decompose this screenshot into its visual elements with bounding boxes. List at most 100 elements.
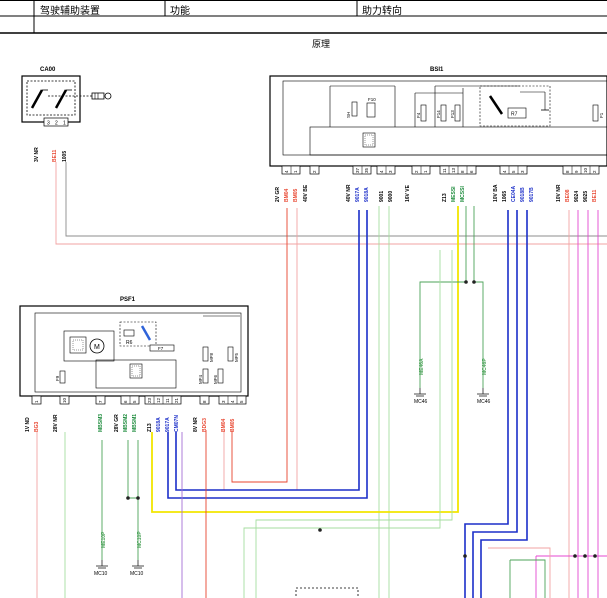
bsi1-fuse-f10	[366, 102, 376, 118]
bsi1-pin-label: 4	[379, 170, 384, 173]
psf1-pin-label: 8	[202, 400, 207, 403]
psf1-wire-label: 9017A	[165, 417, 171, 432]
bsi1-wire-label: BM04	[284, 188, 290, 202]
psf1-pin-label: 10	[62, 397, 67, 403]
bsi1-title: BSI1	[430, 67, 444, 73]
wire-z13	[151, 206, 459, 513]
psf1-wire-label: BG3	[34, 422, 40, 433]
svg-text:R6: R6	[126, 340, 133, 346]
wire-label-be11: BE11	[52, 150, 58, 162]
svg-text:MC10: MC10	[130, 571, 144, 577]
bsi1-pin-label: 1	[293, 170, 298, 173]
psf1-wire-label: BDG3	[202, 418, 208, 432]
psf1-inner-frame	[34, 312, 242, 393]
ground-mc46-1: MC46 ME46A	[414, 358, 428, 405]
ca00-inner-frame	[26, 80, 76, 116]
svg-text:SH: SH	[346, 112, 351, 118]
key-icon	[91, 92, 112, 100]
bsi1-fuse-f1	[592, 104, 599, 122]
svg-text:ME10P: ME10P	[101, 531, 107, 548]
bsi1-pin-label: 4	[284, 170, 289, 173]
svg-text:MC46P: MC46P	[482, 358, 488, 375]
bsi1-fuse-f4	[420, 104, 427, 122]
svg-text:MC46: MC46	[414, 399, 428, 405]
header-system: 驾驶辅助装置	[40, 6, 100, 17]
psf1-connector-1	[59, 395, 70, 405]
wire-be11	[55, 162, 607, 245]
bsi1-fuse-f14	[440, 104, 447, 122]
bsi1-pin-label: 2	[592, 170, 597, 173]
wire-9017b	[480, 210, 528, 598]
bsi1-wire-label: BE11	[592, 190, 598, 202]
bsi1-connector-label: 10V NR	[556, 184, 562, 202]
psf1-pin-label: 6	[123, 400, 128, 403]
bsi1-relay-r7-frame	[479, 85, 551, 127]
psf1-connector-6	[218, 395, 247, 405]
ca00-switch-1	[30, 89, 44, 109]
svg-text:1: 1	[63, 121, 66, 127]
bsi1-connector-label: 40V NR	[346, 184, 352, 202]
svg-text:2: 2	[55, 121, 58, 127]
wire-ce04a	[464, 210, 509, 598]
bsi1-pin-label: 37	[355, 167, 360, 173]
psf1-wire-label: 9018A	[156, 417, 162, 432]
ca00-frame	[21, 75, 81, 123]
psf1-pin-label: 5	[132, 400, 137, 403]
psf1-wire-label: BM05	[230, 418, 236, 432]
ground-mc10-1: MC10 ME10P	[94, 531, 108, 577]
bsi1-wire-label: 9018B	[520, 187, 526, 202]
psf1-wire-label: Z13	[147, 423, 153, 432]
wire-9018a	[167, 210, 368, 499]
bsi1-pin-label: 10	[583, 167, 588, 173]
bsi1-module: BSI1 SH F10 F4 F14 F13 R7 F1	[269, 67, 607, 167]
bsi1-wire-label: Z13	[442, 193, 448, 202]
psf1-connector-label: 8V NR	[193, 417, 199, 432]
ground-symbols: MC46 ME46A MC46 MC46P MC10 ME10P MC10 MC…	[94, 358, 491, 577]
bsi1-wire-label: 9000	[388, 191, 394, 202]
psf1-connector-label: 1V ND	[25, 417, 31, 432]
svg-text:F10: F10	[368, 97, 376, 102]
wire-mbsm2	[127, 440, 139, 560]
bsi1-wire-label: BM05	[293, 188, 299, 202]
bsi1-pin-label: 35	[364, 167, 369, 173]
wire-9018b	[472, 210, 518, 598]
psf1-wire-label: CM07N	[174, 415, 180, 432]
partial-component-box	[295, 587, 359, 598]
bsi1-pin-label: 2	[312, 170, 317, 173]
svg-text:F9: F9	[55, 375, 60, 381]
psf1-pin-label: 4	[230, 400, 235, 403]
wire-group	[36, 162, 607, 598]
bsi1-pin-label: 8	[460, 170, 465, 173]
svg-text:F4: F4	[416, 112, 421, 118]
psf1-pin-label: 1	[34, 400, 39, 403]
bsi1-wire-label: MCSSI	[460, 186, 466, 202]
ground-mc46-2: MC46 MC46P	[477, 358, 491, 405]
psf1-chip-2	[129, 363, 143, 379]
psf1-pin-label: 7	[98, 400, 103, 403]
bsi1-pin-label: 1	[423, 170, 428, 173]
psf1-wire-label: MBSM1	[132, 414, 138, 432]
bsi1-relay-r7	[507, 107, 527, 119]
psf1-relay-switch	[140, 325, 152, 341]
wire-9017a	[175, 210, 360, 491]
bsi1-wire-label: 9018A	[364, 187, 370, 202]
bsi1-connector-label: 16V VE	[405, 184, 411, 202]
psf1-pin-label: 23	[147, 397, 152, 403]
bsi1-wire-label: CE04A	[511, 185, 517, 202]
bsi1-wire-label: 9024	[574, 191, 580, 202]
bsi1-pin-label: 4	[502, 170, 507, 173]
svg-text:MC46: MC46	[477, 399, 491, 405]
svg-text:F7: F7	[158, 346, 164, 351]
wire-mcssi	[473, 206, 484, 388]
psf1-title: PSF1	[120, 297, 136, 303]
svg-text:3: 3	[47, 121, 50, 127]
bsi1-sh	[351, 101, 358, 117]
psf1-wire-label: MBSM2	[123, 414, 129, 432]
svg-text:F13: F13	[450, 110, 455, 118]
wire-1005	[65, 162, 607, 237]
diagram-header: 驾驶辅助装置 功能 助力转向 原理	[0, 0, 607, 50]
junction-dots	[126, 280, 597, 558]
psf1-connector-label: 28V NR	[53, 414, 59, 432]
